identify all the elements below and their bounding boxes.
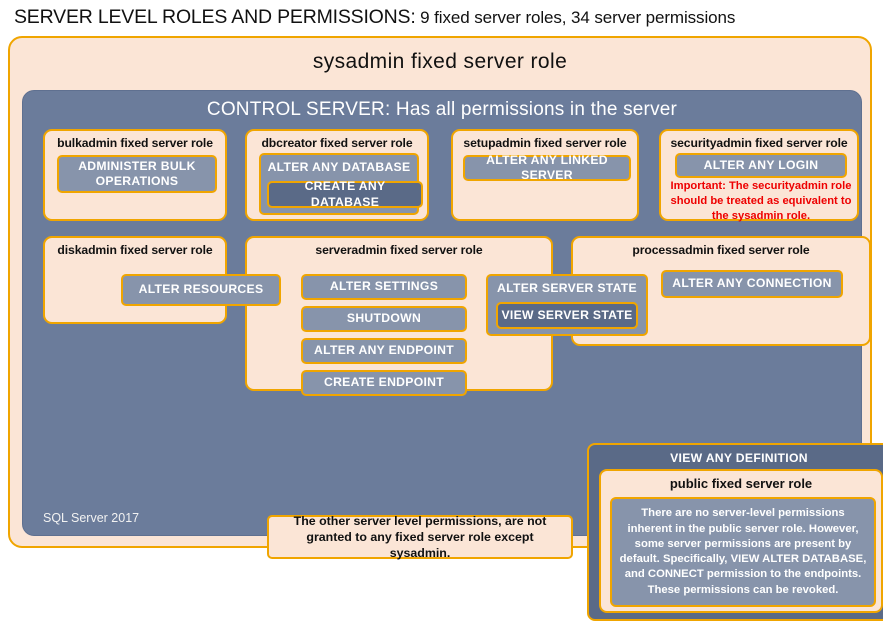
role-label-diskadmin: diskadmin fixed server role [57, 243, 213, 257]
role-label-processadmin: processadmin fixed server role [632, 243, 810, 257]
permission-alter-any-database-text: ALTER ANY DATABASE [267, 160, 411, 174]
role-box-dbcreator: dbcreator fixed server role ALTER ANY DA… [245, 129, 429, 221]
page-title-strong: SERVER LEVEL ROLES AND PERMISSIONS: [14, 6, 416, 28]
page-title: SERVER LEVEL ROLES AND PERMISSIONS: 9 fi… [14, 6, 874, 34]
sysadmin-role-label: sysadmin fixed server role [312, 50, 568, 73]
permission-alter-any-login[interactable]: ALTER ANY LOGIN [675, 153, 847, 178]
permission-alter-server-state-text: ALTER SERVER STATE [497, 281, 637, 295]
role-box-bulkadmin: bulkadmin fixed server role ADMINISTER B… [43, 129, 227, 221]
role-label-dbcreator: dbcreator fixed server role [261, 136, 413, 150]
role-box-public: public fixed server role There are no se… [599, 469, 883, 613]
permission-administer-bulk-operations[interactable]: ADMINISTER BULK OPERATIONS [57, 155, 217, 193]
permission-create-endpoint[interactable]: CREATE ENDPOINT [301, 370, 467, 396]
view-any-definition-box: VIEW ANY DEFINITION public fixed server … [587, 443, 883, 621]
role-label-serveradmin: serveradmin fixed server role [315, 243, 483, 257]
control-server-label: CONTROL SERVER: Has all permissions in t… [206, 99, 678, 120]
page-title-rest: 9 fixed server roles, 34 server permissi… [415, 8, 736, 27]
permission-alter-settings[interactable]: ALTER SETTINGS [301, 274, 467, 300]
permission-alter-any-linked-server[interactable]: ALTER ANY LINKED SERVER [463, 153, 631, 182]
securityadmin-important-note: Important: The securityadmin role should… [670, 180, 852, 223]
sysadmin-role-container: sysadmin fixed server role CONTROL SERVE… [8, 36, 883, 621]
role-label-securityadmin: securityadmin fixed server role [670, 136, 848, 150]
other-permissions-note: The other server level permissions, are … [267, 514, 573, 560]
role-label-public: public fixed server role [669, 476, 813, 491]
role-box-setupadmin: setupadmin fixed server role ALTER ANY L… [451, 129, 639, 221]
permission-create-any-database[interactable]: CREATE ANY DATABASE [267, 179, 423, 209]
permission-view-any-definition-label: VIEW ANY DEFINITION [670, 451, 808, 465]
permission-alter-any-endpoint[interactable]: ALTER ANY ENDPOINT [301, 338, 467, 364]
control-server-panel: CONTROL SERVER: Has all permissions in t… [22, 90, 883, 621]
permission-alter-any-connection[interactable]: ALTER ANY CONNECTION [661, 270, 843, 298]
role-box-securityadmin: securityadmin fixed server role ALTER AN… [659, 129, 859, 223]
role-label-bulkadmin: bulkadmin fixed server role [57, 136, 213, 150]
public-role-description: There are no server-level permissions in… [610, 497, 876, 607]
permission-view-server-state[interactable]: VIEW SERVER STATE [496, 302, 638, 329]
role-label-setupadmin: setupadmin fixed server role [463, 136, 627, 150]
permission-shutdown[interactable]: SHUTDOWN [301, 306, 467, 332]
footer-version-label: SQL Server 2017 [43, 511, 140, 525]
permission-alter-resources[interactable]: ALTER RESOURCES [121, 274, 281, 306]
